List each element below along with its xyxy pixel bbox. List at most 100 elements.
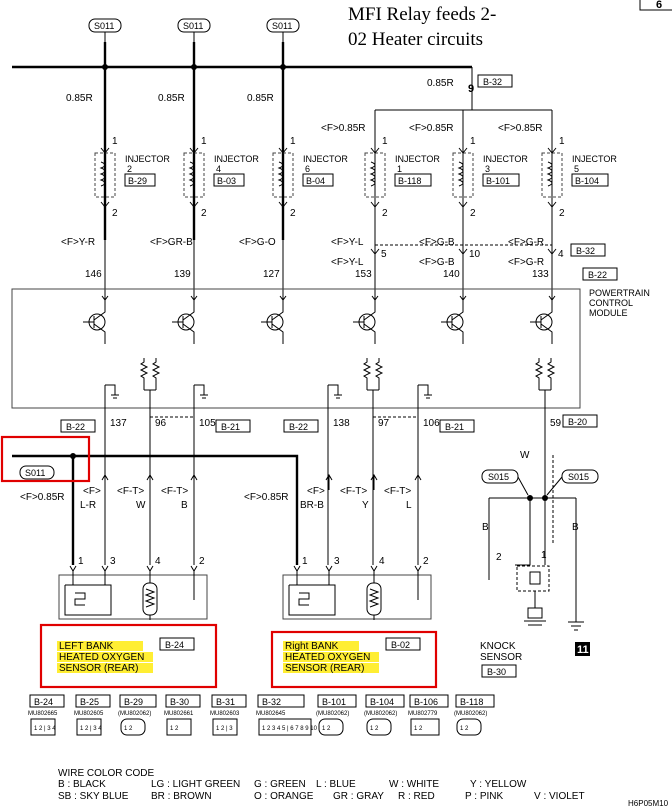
svg-text:S011: S011 (94, 21, 114, 31)
injector-feed-label: <F>0.85R (409, 123, 453, 134)
pcm-pin-arrow-icon (279, 290, 287, 302)
legend-connector-badge (75, 694, 111, 708)
svg-text:S011: S011 (272, 21, 292, 31)
legend-connector-code: B-31 (216, 697, 235, 707)
sensor-pin-arrow-icon (325, 565, 333, 572)
legend-connector-code: B-118 (460, 697, 483, 707)
knock-ground-symbol (568, 621, 584, 631)
pcm-ground-symbol (417, 384, 432, 408)
top-wire-size: 0.85R (427, 78, 454, 89)
svg-text:B-24: B-24 (165, 640, 184, 650)
legend-pin-layout: 1 2 | 3 4 (34, 726, 56, 732)
color-code-item: GR : GRAY (333, 791, 384, 802)
legend-connector-badge (165, 694, 201, 708)
legend-part-number: (MU802062) (118, 711, 151, 717)
legend-pin-layout: 1 2 (414, 726, 423, 732)
sensor-pin-arrow-icon (146, 565, 154, 572)
color-code-item: B : BLACK (58, 779, 106, 790)
signal-arrow-icon (101, 474, 109, 490)
knock-wire-right: B (572, 522, 579, 533)
lower-connector: B-22 (289, 422, 308, 432)
legend-part-number: MU802779 (408, 711, 438, 717)
pcm-resistor-pair (362, 358, 384, 408)
coil-icon (369, 153, 376, 197)
injector-connector: B-118 (398, 176, 421, 186)
knock-splice-left: S015 (481, 469, 519, 484)
legend-connector-shape (366, 718, 392, 736)
relay-wire-label: <F>G-R (508, 257, 544, 268)
sensor-pin: 2 (199, 556, 205, 567)
color-code-item: O : ORANGE (254, 791, 314, 802)
terminal-arrow-icon (278, 147, 288, 208)
splice-badge-2: S011 (177, 18, 211, 33)
corner-mark: 6 (656, 0, 662, 11)
legend-connector-badge (257, 694, 305, 708)
junction-dot-3 (280, 64, 286, 70)
injector-number: 1 (397, 164, 402, 174)
legend-pin-layout: 1 2 (370, 726, 379, 732)
terminal-arrow-icon (458, 147, 468, 208)
right-wire-2a: <F-T> (340, 486, 367, 497)
ground-number-box (575, 642, 590, 656)
terminal-arrow-icon (370, 147, 380, 208)
terminal-arrow-icon (189, 147, 199, 208)
injector-feed-label: <F>0.85R (321, 123, 365, 134)
injector-wire-label: <F>G-R (508, 237, 544, 248)
left-name-highlight-3 (57, 663, 153, 673)
annotation-box-right-sensor (270, 630, 438, 689)
legend-part-number: (MU802062) (364, 711, 397, 717)
right-wire-3a: <F-T> (384, 486, 411, 497)
relay-pin: 4 (558, 249, 564, 260)
pcm-ground-symbol (193, 384, 208, 408)
ecm-pin: 133 (532, 269, 549, 280)
lower-pin-number: 106 (423, 418, 440, 429)
pcm-label-3: MODULE (589, 308, 628, 318)
injector-wire-label: <F>GR-B (150, 237, 193, 248)
legend-pin-layout: 1 2 (460, 726, 469, 732)
pcm-internals (104, 358, 556, 408)
sensor-pin-arrow-icon (414, 565, 422, 572)
heater-coil-icon (368, 571, 419, 620)
injector-number: 4 (216, 164, 221, 174)
legend-pin-layout: 1 2 (124, 726, 133, 732)
connector-badge-b32-mid: B-32 (570, 243, 606, 257)
color-code-item: SB : SKY BLUE (58, 791, 129, 802)
right-name-highlight-1 (283, 641, 359, 651)
knock-pin-2: 2 (496, 552, 502, 563)
knock-connector-badge: B-30 (481, 664, 517, 678)
injector-pin-in: 1 (201, 136, 207, 147)
color-code-item: Y : YELLOW (470, 779, 527, 790)
junction-dot-1 (102, 64, 108, 70)
svg-text:S015: S015 (568, 472, 589, 482)
right-name-highlight-3 (283, 663, 379, 673)
injector-label: INJECTOR (572, 154, 617, 164)
coil-icon (457, 153, 464, 197)
lower-pin-number: 138 (333, 418, 350, 429)
pcm-ground-symbol (104, 384, 119, 408)
pcm-label-1: POWERTRAIN (589, 288, 650, 298)
injector-label: INJECTOR (303, 154, 348, 164)
legend-connector-badge (455, 694, 495, 708)
transistor-leads (172, 302, 195, 344)
signal-arrow-icon (370, 474, 378, 490)
legend-connector-shape (76, 718, 102, 736)
legend-connector-code: B-104 (370, 697, 394, 707)
injector-connector-badge (394, 173, 432, 187)
color-code-item: P : PINK (465, 791, 503, 802)
injector-pin-in: 1 (382, 136, 388, 147)
svg-text:S011: S011 (25, 468, 45, 478)
left-sensor-name-2: HEATED OXYGEN (59, 652, 144, 663)
feed-label-3: 0.85R (247, 93, 274, 104)
injector-pin-in: 1 (559, 136, 565, 147)
injector-pin-out: 2 (470, 208, 476, 219)
pcm-pin-arrow-icon (371, 290, 379, 302)
feed-label-1: 0.85R (66, 93, 93, 104)
color-code-title: WIRE COLOR CODE (58, 768, 154, 779)
drawing-number: H6P05M10 (628, 799, 669, 808)
right-wire-2b: Y (362, 500, 369, 511)
annotation-box-s011 (0, 435, 91, 483)
transistor-leads (353, 302, 376, 344)
